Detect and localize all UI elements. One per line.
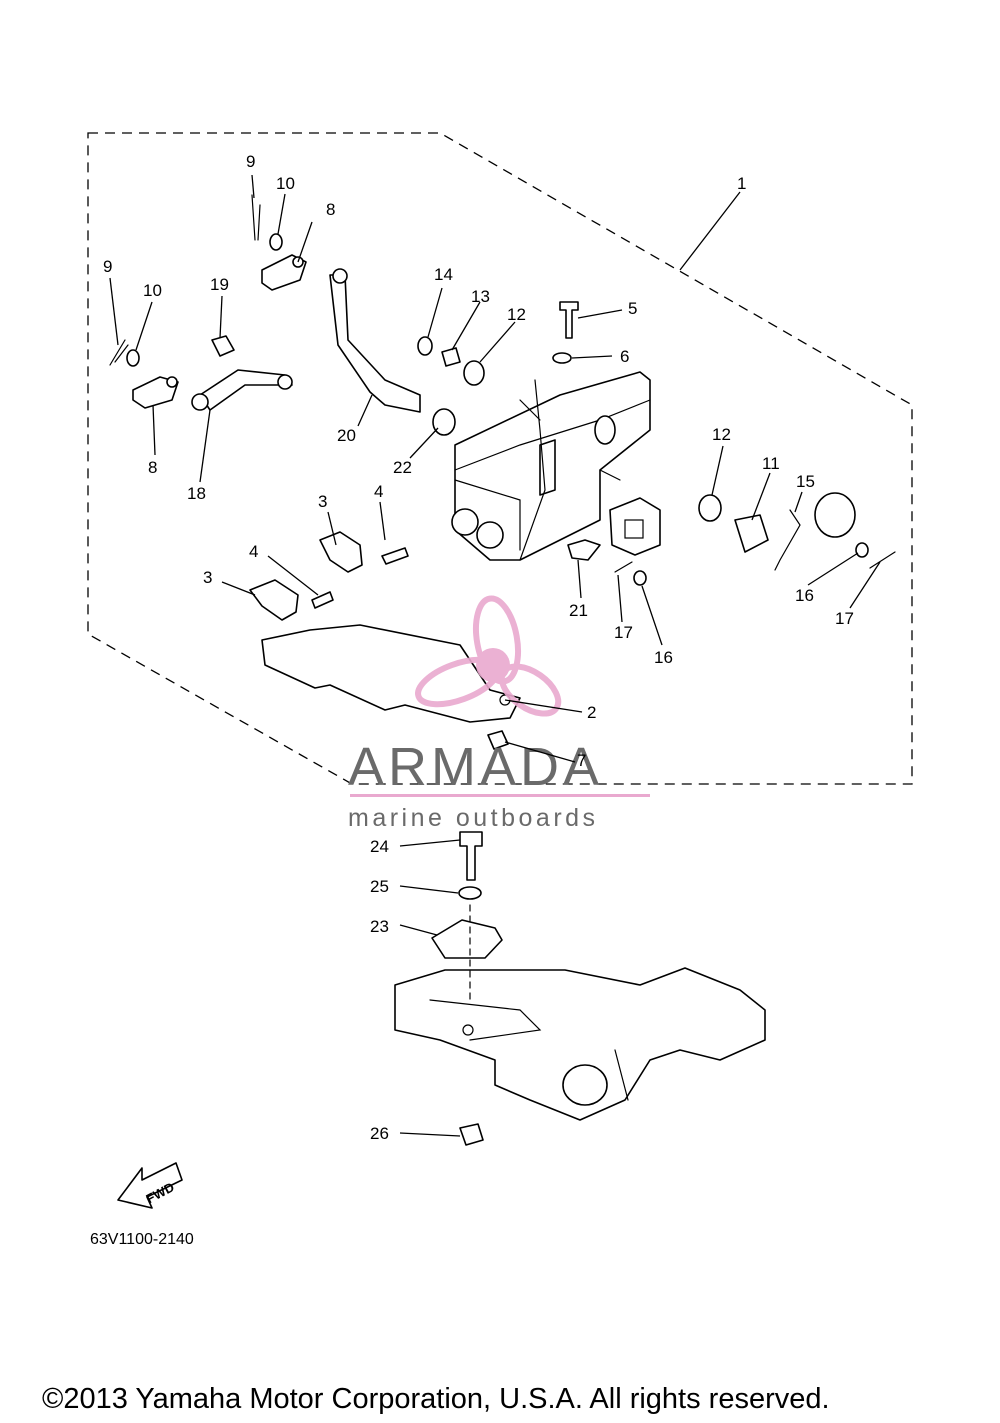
copyright-notice: ©2013 Yamaha Motor Corporation, U.S.A. A… [42, 1383, 830, 1415]
callout-18: 18 [187, 484, 206, 503]
callout-12a: 12 [507, 305, 526, 324]
callout-11: 11 [762, 454, 780, 473]
callout-9b: 9 [103, 257, 112, 276]
callout-21: 21 [569, 601, 588, 620]
callout-1: 1 [737, 174, 746, 193]
callout-5: 5 [628, 299, 637, 318]
callout-26: 26 [370, 1124, 389, 1143]
callout-17b: 17 [835, 609, 854, 628]
callout-3a: 3 [318, 492, 327, 511]
callout-7: 7 [577, 751, 586, 770]
upper-assembly-drawing [109, 194, 896, 750]
callout-10b: 10 [143, 281, 162, 300]
callout-numbers: 1 2 3 3 4 4 5 6 7 8 8 9 9 10 10 11 12 12… [103, 152, 854, 1143]
callout-23: 23 [370, 917, 389, 936]
callout-19: 19 [210, 275, 229, 294]
watermark-brand: ARMADA [348, 737, 603, 797]
callout-20: 20 [337, 426, 356, 445]
callout-4b: 4 [249, 542, 258, 561]
callout-16b: 16 [654, 648, 673, 667]
assembly-boundary [87, 132, 913, 785]
leader-lines [109, 174, 881, 1137]
callout-8b: 8 [148, 458, 157, 477]
callout-13: 13 [471, 287, 490, 306]
watermark: ARMADA marine outboards [348, 595, 650, 832]
callout-17a: 17 [614, 623, 633, 642]
diagram-code: 63V1100-2140 [90, 1231, 194, 1248]
callout-16a: 16 [795, 586, 814, 605]
callout-12b: 12 [712, 425, 731, 444]
callout-14: 14 [434, 265, 453, 284]
fwd-arrow-icon: FWD [117, 1162, 183, 1209]
callout-24: 24 [370, 837, 389, 856]
watermark-divider [350, 794, 650, 797]
callout-15: 15 [796, 472, 815, 491]
callout-22: 22 [393, 458, 412, 477]
watermark-tagline: marine outboards [348, 804, 599, 832]
callout-3b: 3 [203, 568, 212, 587]
callout-9a: 9 [246, 152, 255, 171]
callout-25: 25 [370, 877, 389, 896]
callout-2: 2 [587, 703, 596, 722]
callout-8a: 8 [326, 200, 335, 219]
lower-assembly-drawing [394, 831, 766, 1146]
callout-10a: 10 [276, 174, 295, 193]
callout-4a: 4 [374, 482, 383, 501]
callout-6: 6 [620, 347, 629, 366]
